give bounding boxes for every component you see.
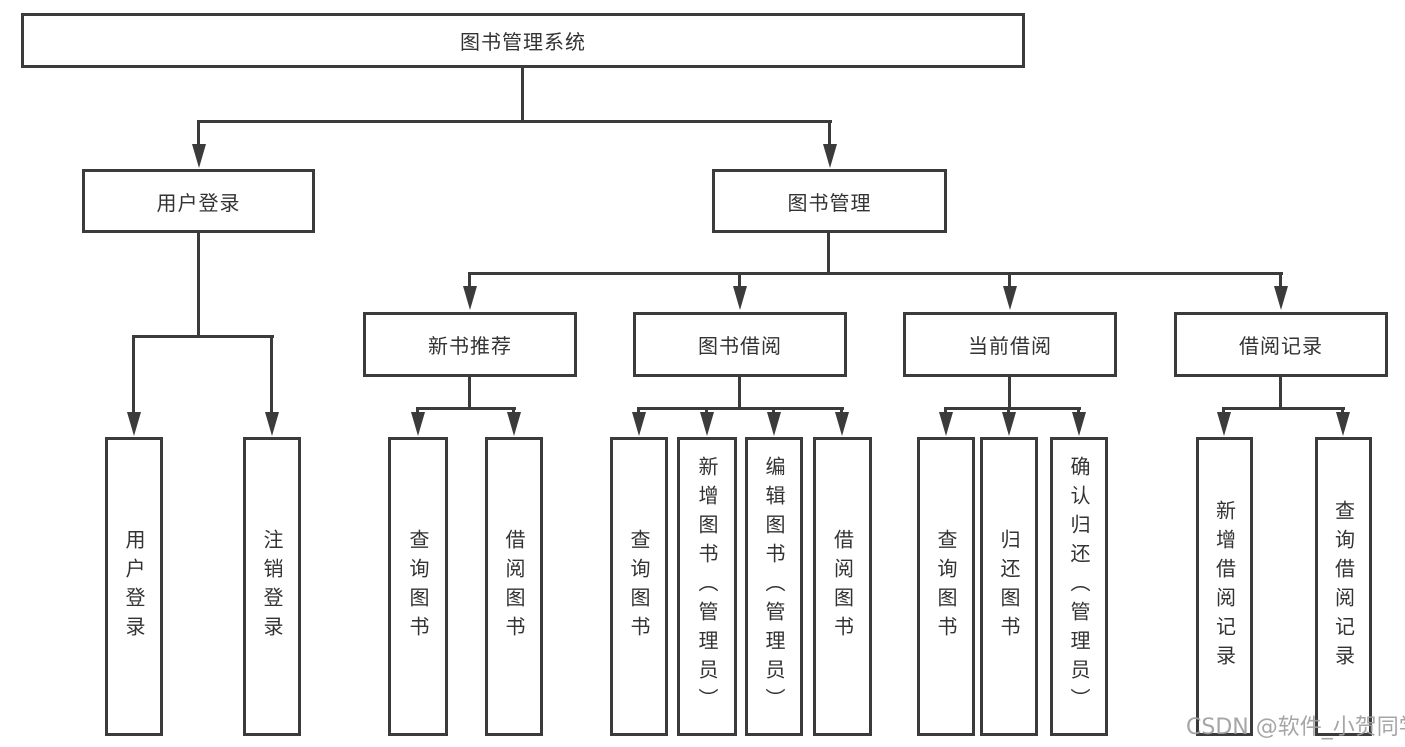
connector-vline: [512, 407, 515, 415]
connector-vline: [132, 335, 135, 415]
leaf-edit-book-admin: 编辑图书（管理员）: [745, 437, 803, 736]
connector-vline: [772, 407, 775, 415]
leaf-borrow-books: 借阅图书: [813, 437, 872, 736]
connector-vline: [521, 68, 524, 123]
leaf-confirm-return-admin: 确认归还（管理员）: [1050, 437, 1108, 736]
node-borrow-records: 借阅记录: [1174, 312, 1388, 377]
connector-vline: [738, 272, 741, 290]
connector-vline: [1008, 272, 1011, 290]
arrow-head: [1072, 412, 1086, 436]
connector-hline: [944, 407, 1081, 410]
connector-vline: [944, 407, 947, 415]
arrow-head: [733, 286, 747, 310]
connector-hline: [197, 120, 832, 123]
leaf-user-login: 用户登录: [105, 437, 163, 736]
arrow-head: [1003, 286, 1017, 310]
connector-vline: [828, 120, 831, 146]
node-current-borrow: 当前借阅: [903, 312, 1117, 377]
connector-vline: [1279, 272, 1282, 290]
connector-vline: [637, 407, 640, 415]
connector-vline: [705, 407, 708, 415]
arrow-head: [632, 412, 646, 436]
arrow-head: [192, 144, 206, 168]
connector-vline: [840, 407, 843, 415]
arrow-head: [265, 412, 279, 436]
connector-hline: [637, 407, 844, 410]
connector-vline: [738, 377, 741, 410]
leaf-add-borrow-record: 新增借阅记录: [1196, 437, 1253, 736]
connector-vline: [1341, 407, 1344, 415]
connector-vline: [468, 272, 471, 290]
connector-vline: [270, 335, 273, 415]
leaf-recommend-borrow-books: 借阅图书: [485, 437, 543, 736]
leaf-query-borrow-record: 查询借阅记录: [1315, 437, 1372, 736]
node-root: 图书管理系统: [21, 13, 1025, 68]
connector-vline: [827, 233, 830, 275]
connector-vline: [1007, 407, 1010, 415]
connector-hline: [416, 407, 516, 410]
connector-vline: [197, 120, 200, 146]
connector-vline: [416, 407, 419, 415]
leaf-borrow-query-books: 查询图书: [610, 437, 668, 736]
node-new-book-recommend: 新书推荐: [363, 312, 577, 377]
arrow-head: [939, 412, 953, 436]
leaf-recommend-query-books: 查询图书: [388, 437, 448, 736]
connector-vline: [1008, 377, 1011, 410]
connector-vline: [1279, 377, 1282, 410]
node-user-login: 用户登录: [82, 169, 315, 233]
arrow-head: [1336, 412, 1350, 436]
node-book-management: 图书管理: [712, 169, 947, 233]
arrow-head: [411, 412, 425, 436]
connector-hline: [132, 335, 274, 338]
node-book-borrow: 图书借阅: [633, 312, 847, 377]
connector-vline: [1222, 407, 1225, 415]
connector-vline: [197, 233, 200, 338]
arrow-head: [507, 412, 521, 436]
leaf-return-book: 归还图书: [980, 437, 1038, 736]
arrow-head: [1217, 412, 1231, 436]
arrow-head: [767, 412, 781, 436]
connector-vline: [468, 377, 471, 410]
arrow-head: [700, 412, 714, 436]
arrow-head: [823, 144, 837, 168]
arrow-head: [835, 412, 849, 436]
arrow-head: [127, 412, 141, 436]
leaf-logout: 注销登录: [243, 437, 301, 736]
connector-hline: [1222, 407, 1345, 410]
arrow-head: [1002, 412, 1016, 436]
arrow-head: [463, 286, 477, 310]
leaf-current-query-books: 查询图书: [917, 437, 975, 736]
arrow-head: [1274, 286, 1288, 310]
leaf-add-book-admin: 新增图书（管理员）: [677, 437, 737, 736]
connector-hline: [468, 272, 1283, 275]
connector-vline: [1077, 407, 1080, 415]
